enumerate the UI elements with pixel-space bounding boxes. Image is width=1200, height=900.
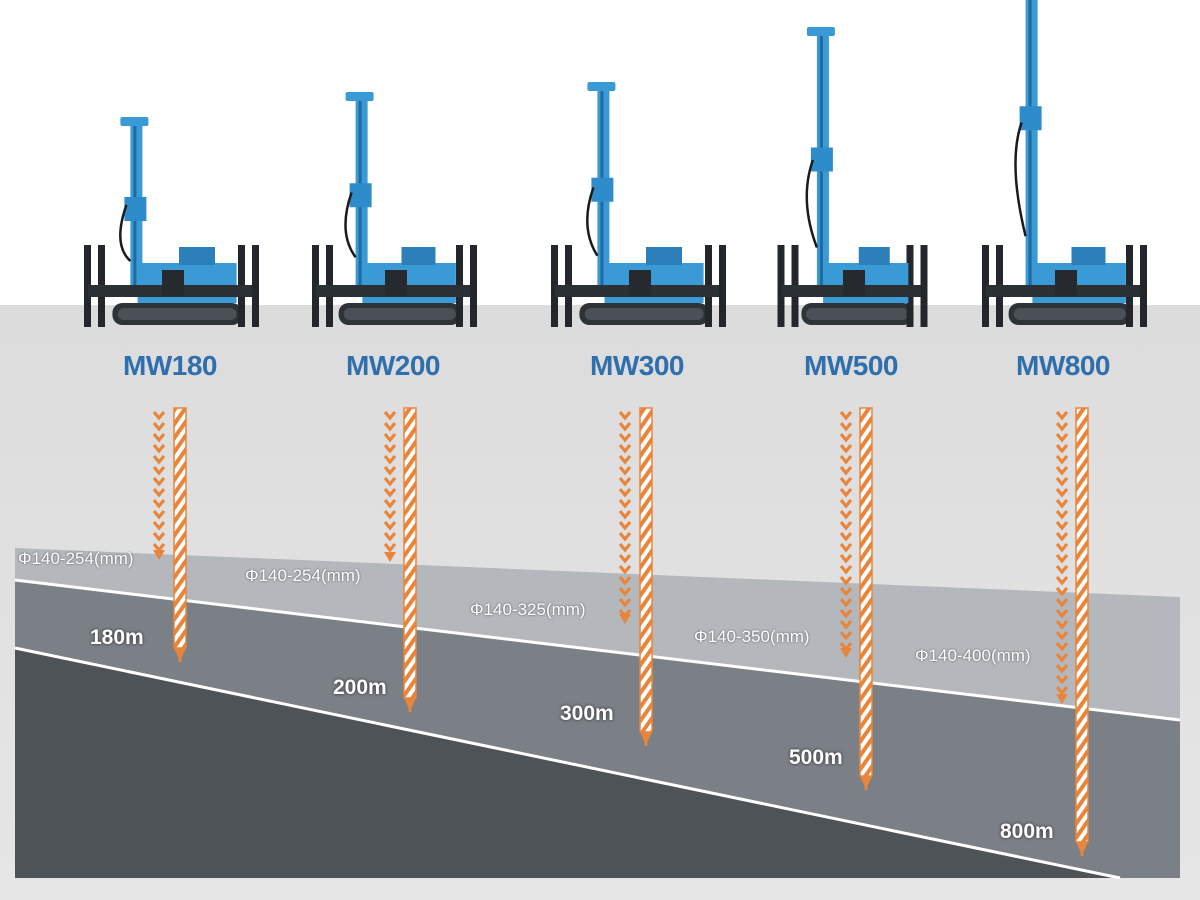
diameter-label-mw200: Φ140-254(mm)	[245, 566, 361, 585]
model-label-mw180: MW180	[123, 350, 217, 381]
drill-rod-mw180	[173, 407, 187, 662]
diameter-arrow-mw200	[383, 410, 397, 562]
drill-rod-mw200	[403, 407, 417, 712]
drilling-rig-mw200	[312, 92, 477, 327]
drilling-rig-mw300	[551, 82, 726, 327]
model-label-mw800: MW800	[1016, 350, 1110, 381]
diameter-label-mw500: Φ140-350(mm)	[694, 627, 810, 646]
diameter-arrow-mw800	[1055, 410, 1069, 704]
model-label-mw300: MW300	[590, 350, 684, 381]
depth-label-mw800: 800m	[1000, 820, 1054, 843]
diameter-arrow-mw300	[618, 410, 632, 624]
depth-label-mw500: 500m	[789, 746, 843, 769]
diameter-label-mw180: Φ140-254(mm)	[18, 549, 134, 568]
depth-label-mw300: 300m	[560, 702, 614, 725]
diameter-arrow-mw500	[839, 410, 853, 658]
depth-label-mw180: 180m	[90, 626, 144, 649]
drill-rod-mw800	[1075, 407, 1089, 856]
diameter-arrow-mw180	[152, 410, 166, 560]
drill-rod-mw300	[639, 407, 653, 746]
drilling-rigs-group	[84, 0, 1147, 327]
diameter-label-mw800: Φ140-400(mm)	[915, 646, 1031, 665]
stratum-boundary-line-2	[14, 646, 1121, 880]
model-label-mw200: MW200	[346, 350, 440, 381]
bore-holes-group	[152, 407, 1089, 856]
drilling-rig-mw180	[84, 117, 259, 327]
drill-rod-mw500	[859, 407, 873, 790]
diameter-label-mw300: Φ140-325(mm)	[470, 600, 586, 619]
model-label-mw500: MW500	[804, 350, 898, 381]
drilling-rig-mw800	[982, 0, 1147, 327]
stratum-boundary-line-1	[14, 578, 1181, 722]
depth-label-mw200: 200m	[333, 676, 387, 699]
drilling-rig-mw500	[777, 27, 928, 327]
